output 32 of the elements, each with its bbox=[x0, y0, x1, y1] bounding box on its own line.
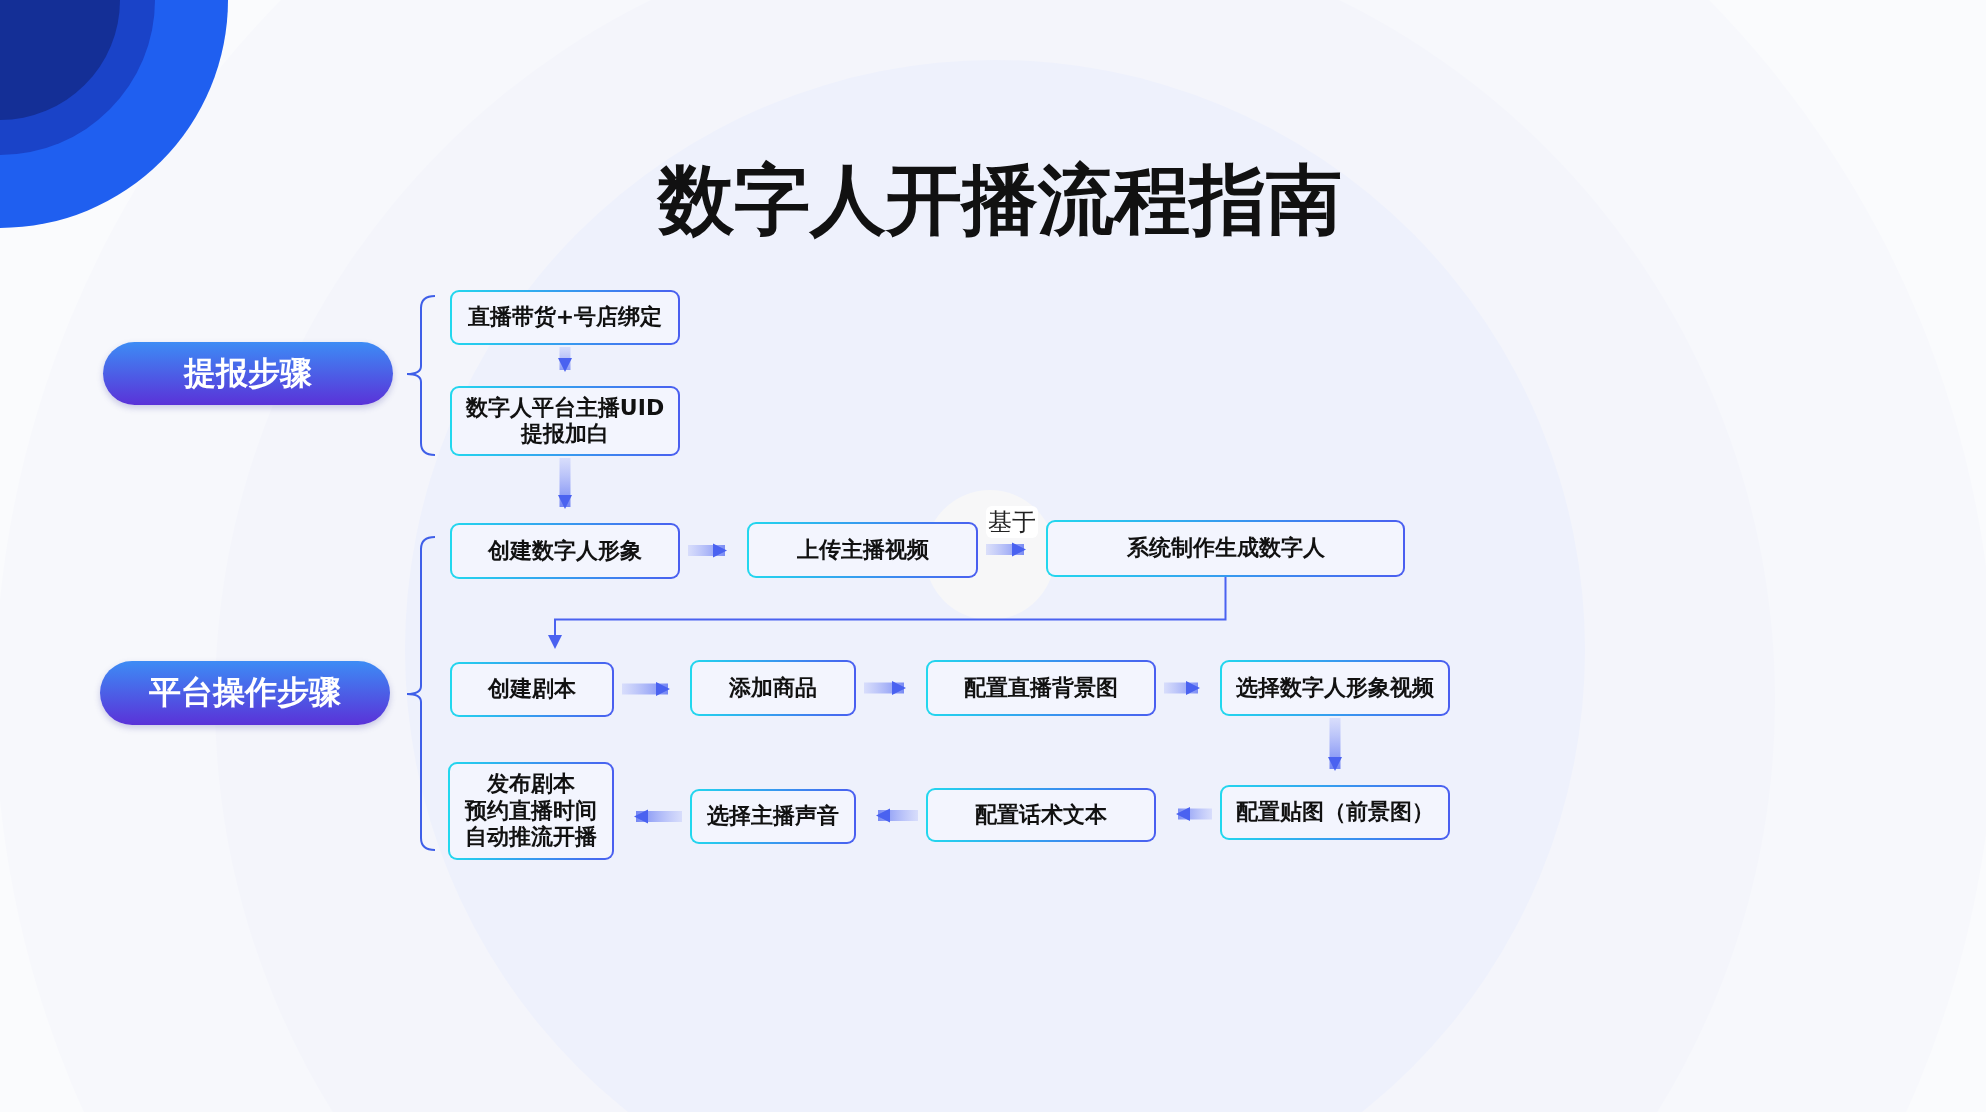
process-box: 上传主播视频 bbox=[747, 522, 978, 578]
process-box: 数字人平台主播UID 提报加白 bbox=[450, 386, 680, 456]
arrow bbox=[1164, 681, 1200, 695]
arrow bbox=[986, 542, 1026, 557]
step-text: 发布剧本 bbox=[487, 771, 575, 798]
arrow bbox=[688, 543, 727, 558]
arrow bbox=[558, 347, 572, 372]
title: 数字人开播流程指南 bbox=[656, 154, 1343, 246]
arrow bbox=[876, 808, 918, 823]
process-box bbox=[448, 762, 614, 860]
arrow bbox=[622, 682, 670, 696]
process-box: 直播带货+号店绑定 bbox=[450, 290, 680, 345]
edge-label: 基于 bbox=[986, 505, 1038, 538]
process-box: 配置贴图（前景图） bbox=[1220, 785, 1450, 840]
step-text: 自动推流开播 bbox=[465, 824, 597, 851]
step-pill: 提报步骤 bbox=[103, 342, 393, 405]
arrow bbox=[1328, 718, 1342, 771]
process-box: 选择主播声音 bbox=[690, 789, 856, 844]
arrow bbox=[558, 458, 572, 509]
process-box: 配置直播背景图 bbox=[926, 660, 1156, 716]
arrow bbox=[548, 576, 1227, 649]
step-pill: 平台操作步骤 bbox=[100, 661, 390, 725]
arrow bbox=[864, 681, 906, 695]
step-text: 预约直播时间 bbox=[465, 797, 597, 825]
process-box: 创建剧本 bbox=[450, 662, 614, 717]
process-box: 配置话术文本 bbox=[926, 788, 1156, 842]
process-box: 选择数字人形象视频 bbox=[1220, 660, 1450, 716]
process-box: 创建数字人形象 bbox=[450, 523, 680, 579]
process-box: 添加商品 bbox=[690, 660, 856, 716]
arrow bbox=[634, 809, 682, 824]
process-box: 系统制作生成数字人 bbox=[1046, 520, 1405, 577]
arrow bbox=[1176, 807, 1212, 821]
